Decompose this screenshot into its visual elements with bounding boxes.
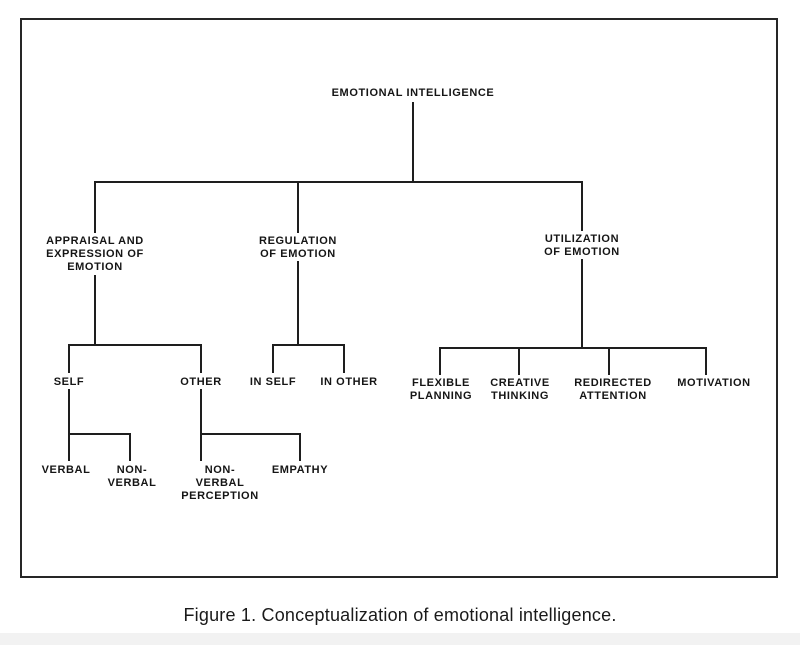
node-motivation: MOTIVATION xyxy=(677,377,751,389)
node-non-verbal-perception: NON- VERBAL PERCEPTION xyxy=(181,464,259,502)
node-non-verbal: NON- VERBAL xyxy=(107,464,157,489)
node-in-other: IN OTHER xyxy=(320,376,378,388)
node-creative-thinking: CREATIVE THINKING xyxy=(490,377,550,402)
node-other: OTHER xyxy=(180,376,222,388)
node-appraisal-and-expression: APPRAISAL AND EXPRESSION OF EMOTION xyxy=(46,235,144,273)
page-bottom-band xyxy=(0,633,800,645)
node-emotional-intelligence: EMOTIONAL INTELLIGENCE xyxy=(331,87,495,99)
node-in-self: IN SELF xyxy=(249,376,297,388)
figure-caption: Figure 1. Conceptualization of emotional… xyxy=(183,605,617,625)
node-empathy: EMPATHY xyxy=(271,464,329,476)
figure-frame xyxy=(20,18,778,578)
node-flexible-planning: FLEXIBLE PLANNING xyxy=(409,377,473,402)
node-verbal: VERBAL xyxy=(41,464,91,476)
node-regulation-of-emotion: REGULATION OF EMOTION xyxy=(259,235,337,260)
node-self: SELF xyxy=(53,376,85,388)
node-redirected-attention: REDIRECTED ATTENTION xyxy=(574,377,652,402)
node-utilization-of-emotion: UTILIZATION OF EMOTION xyxy=(544,233,620,258)
